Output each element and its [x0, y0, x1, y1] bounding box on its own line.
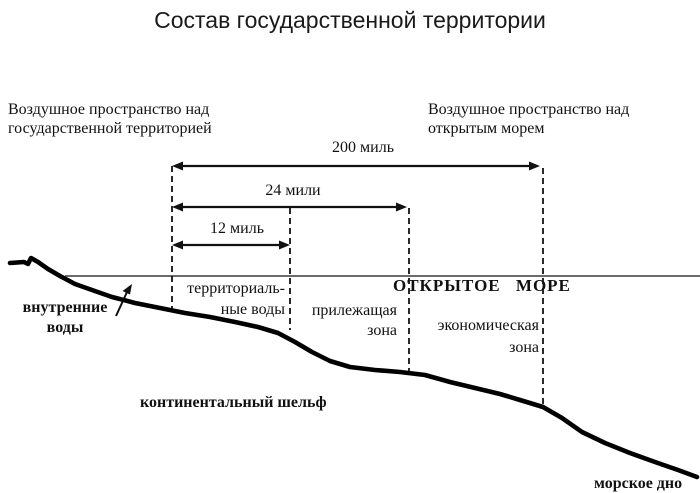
distance-12-miles-label: 12 миль [210, 220, 264, 237]
open-sea-label: ОТКРЫТОЕ МОРЕ [393, 276, 571, 295]
arrow-24-miles [172, 202, 407, 212]
seabed-label: морское дно [594, 475, 683, 492]
internal-waters-label: внутренние воды [22, 299, 108, 336]
internal-waters-pointer-arrow [115, 284, 132, 317]
arrowhead-right-icon [396, 202, 407, 212]
airspace-over-open-sea-label: Воздушное пространство над открытым море… [428, 101, 630, 137]
arrowhead-right-icon [529, 161, 540, 171]
arrow-200-miles [172, 161, 540, 171]
territorial-waters-label: территориаль- ные воды [187, 280, 285, 318]
seabed-terrain-curve [7, 255, 700, 480]
arrowhead-right-icon [279, 240, 290, 250]
airspace-over-state-label: Воздушное пространство над государственн… [8, 101, 212, 137]
continental-shelf-label: континентальный шельф [140, 394, 327, 411]
economic-zone-label: экономическая зона [437, 317, 539, 356]
arrowhead-up-icon [122, 284, 132, 295]
arrowhead-left-icon [172, 240, 183, 250]
arrow-12-miles [172, 240, 290, 250]
diagram-title: Состав государственной территории [154, 7, 546, 33]
distance-24-miles-label: 24 мили [265, 182, 321, 199]
arrowhead-left-icon [172, 202, 183, 212]
arrowhead-left-icon [172, 161, 183, 171]
contiguous-zone-label: прилежащая зона [311, 302, 397, 339]
distance-200-miles-label: 200 миль [332, 139, 394, 156]
